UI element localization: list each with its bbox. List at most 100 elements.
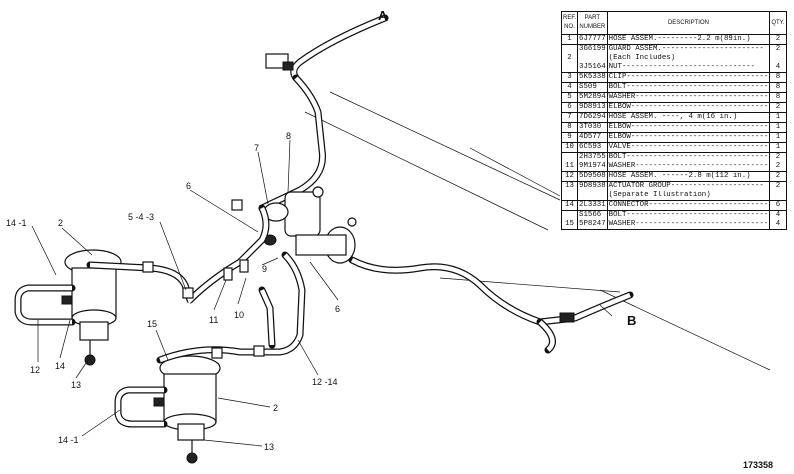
cell-ref <box>561 191 579 201</box>
cell-desc: NUT------------------------------ <box>607 63 771 73</box>
cell-desc: HOSE ASSEM. ------2.8 m(112 in.) <box>607 171 771 182</box>
cell-ref: 6 <box>561 102 579 113</box>
cell-ref: 8 <box>561 122 579 133</box>
cell-desc: ELBOW------------------------------- <box>607 132 771 143</box>
cell-desc: WASHER------------------------------ <box>607 92 771 103</box>
callout-6-lower: 6 <box>335 304 340 314</box>
valve-assembly <box>263 186 357 264</box>
cell-qty: 2 <box>769 44 787 54</box>
cell-pn: 9D8913 <box>577 102 608 113</box>
cell-ref: 1 <box>561 34 579 45</box>
cell-ref: 13 <box>561 181 579 191</box>
header-description: DESCRIPTION <box>606 11 771 35</box>
cell-qty: 2 <box>769 102 787 113</box>
cell-qty: 4 <box>769 210 787 220</box>
cell-pn: 3T030 <box>577 122 608 133</box>
cell-qty: 2 <box>769 152 787 162</box>
table-row: (Separate Illustration) <box>561 191 787 201</box>
cell-qty: 8 <box>769 72 787 83</box>
cell-pn: 5P8247 <box>577 220 608 230</box>
cell-desc: BOLT-------------------------------- <box>607 82 771 93</box>
cell-pn: 7D6294 <box>577 112 608 123</box>
cell-pn: 9M1974 <box>577 162 608 172</box>
callout-8: 8 <box>286 131 291 141</box>
cell-ref: 14 <box>561 200 579 211</box>
frame-rail-right <box>599 289 771 371</box>
cell-qty: 4 <box>775 220 781 228</box>
cell-pn: 3G6199 <box>577 44 608 54</box>
cell-pn: 4D577 <box>577 132 608 143</box>
hose-loop-lower <box>114 251 306 428</box>
cell-desc: CLIP-------------------------------- <box>607 72 771 83</box>
cell-pn: 9D8938 <box>577 181 608 191</box>
hose-clips <box>61 199 265 407</box>
cell-desc: (Each Includes) <box>607 54 771 63</box>
header-ref-no: REF. NO. <box>560 11 579 35</box>
callout-5-4-3: 5 -4 -3 <box>128 212 154 222</box>
hose-assembly-b <box>348 256 634 354</box>
callout-14-left: 14 <box>55 361 65 371</box>
cell-pn <box>577 54 608 63</box>
cell-desc: VALVE------------------------------- <box>607 142 771 153</box>
hose-coupling <box>282 61 294 71</box>
cell-desc: WASHER------------------------------ <box>607 220 771 230</box>
cell-ref: 3 <box>561 72 579 83</box>
cell-desc: CONNECTOR--------------------------- <box>607 200 771 211</box>
callout-7: 7 <box>254 143 259 153</box>
cell-ref: 12 <box>561 171 579 182</box>
hose-loop-upper <box>14 204 270 326</box>
cell-ref <box>561 44 579 54</box>
callout-11: 11 <box>209 315 218 325</box>
callout-2-upper: 2 <box>58 218 63 228</box>
cell-qty <box>770 54 786 63</box>
cell-desc: ELBOW------------------------------- <box>607 122 771 133</box>
callout-15: 15 <box>147 319 157 329</box>
cell-qty: 2 <box>775 162 781 170</box>
callout-6-upper: 6 <box>186 181 191 191</box>
cell-pn: 2L3331 <box>577 200 608 211</box>
cell-qty: 1 <box>769 132 787 143</box>
cell-qty: 2 <box>769 181 787 191</box>
parts-table-header: REF. NO. PART NUMBER DESCRIPTION QTY. <box>560 11 787 35</box>
cell-desc: GUARD ASSEM.----------------------- <box>607 44 771 54</box>
cell-desc: WASHER------------------------------ <box>607 162 771 172</box>
cell-qty: 2 <box>769 171 787 182</box>
cell-pn: S509 <box>577 82 608 93</box>
actuator-tank-upper <box>64 249 122 366</box>
cell-ref <box>561 210 579 220</box>
cell-pn: 3J5164 <box>577 63 608 73</box>
table-row: 2 (Each Includes) <box>561 54 787 63</box>
hose-b-coupling <box>559 312 575 323</box>
cell-qty: 2 <box>769 34 787 45</box>
callout-12-14: 12 -14 <box>312 377 338 387</box>
cell-qty: 6 <box>769 200 787 211</box>
cell-pn: 2H3755 <box>577 152 608 162</box>
callout-2-lower: 2 <box>273 403 278 413</box>
cell-desc: BOLT-------------------------------- <box>607 152 771 162</box>
frame-rail-lower <box>304 111 549 231</box>
callout-14-1-upper: 14 -1 <box>6 218 27 228</box>
cell-qty: 1 <box>769 142 787 153</box>
frame-rail-upper <box>329 91 561 201</box>
frame-rail-bottom <box>439 277 621 293</box>
cell-qty: 1 <box>769 122 787 133</box>
cell-desc: ELBOW------------------------------- <box>607 102 771 113</box>
cell-ref: 15 <box>561 220 579 230</box>
actuator-tank-lower <box>159 355 221 464</box>
cell-qty: 1 <box>769 112 787 123</box>
